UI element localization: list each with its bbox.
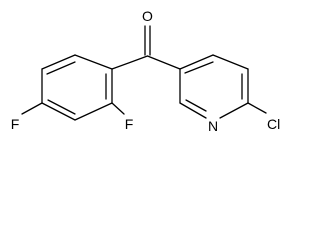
difluorophenyl-ring xyxy=(21,54,125,121)
ortho-fluorine-atom-label: F xyxy=(125,116,134,132)
para-fluorine-atom-label: F xyxy=(11,116,20,132)
right-ring-bond-2 xyxy=(212,54,249,70)
left-ring-bond-5 xyxy=(74,102,113,121)
para-fluorine-bond xyxy=(21,102,43,115)
structure-diagram: O N Cl F F xyxy=(11,8,281,134)
chloropyridine-ring xyxy=(179,54,267,119)
right-ring-bond-4 xyxy=(219,102,249,119)
carbonyl-to-left-ring-bond xyxy=(111,55,149,70)
carbonyl-group xyxy=(111,25,181,70)
ortho-fluorine-bond xyxy=(111,102,125,115)
left-ring-bond-4 xyxy=(41,102,76,121)
carbonyl-to-right-ring-bond xyxy=(146,55,181,70)
left-ring-bond-2-inner xyxy=(46,61,76,75)
right-ring-bond-1-inner xyxy=(184,61,214,74)
left-ring-bond-4-inner xyxy=(47,99,76,115)
nitrogen-atom-label: N xyxy=(208,118,218,134)
oxygen-atom-label: O xyxy=(142,8,153,24)
left-ring-bond-2 xyxy=(41,54,76,70)
right-ring-bond-5-inner xyxy=(185,99,207,112)
chlorine-atom-label: Cl xyxy=(267,116,280,132)
right-ring-bond-5 xyxy=(179,102,207,119)
left-ring-bond-1 xyxy=(74,54,113,70)
chlorine-bond xyxy=(247,102,267,114)
right-ring-bond-1 xyxy=(179,54,214,70)
